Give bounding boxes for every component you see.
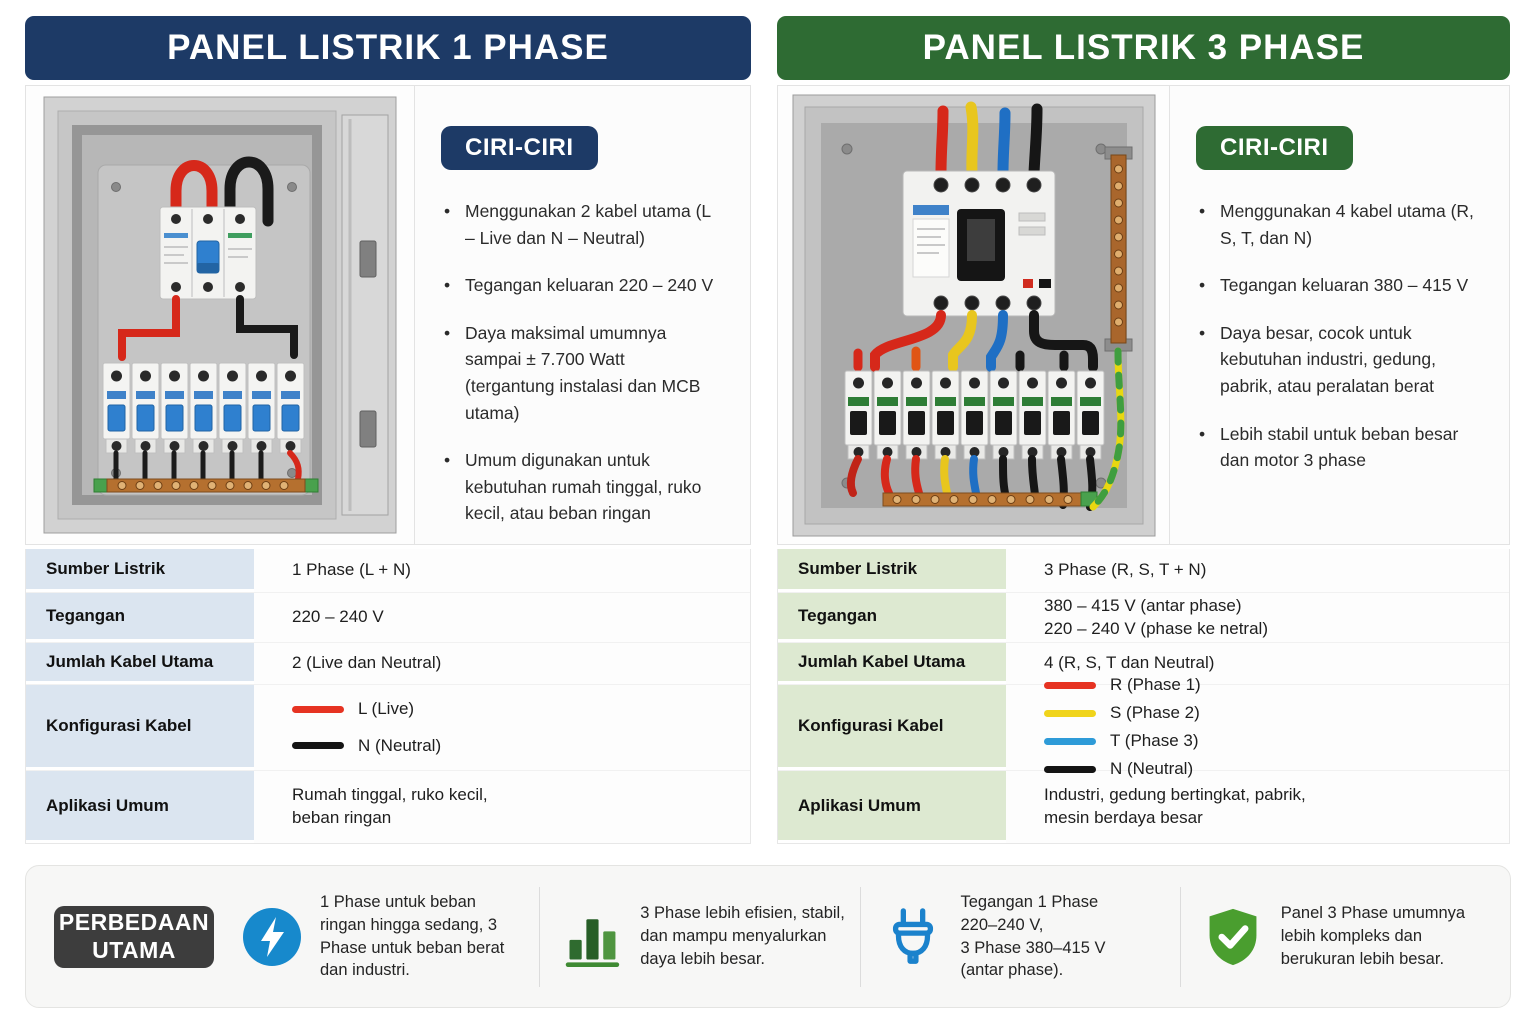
- wire-color-swatch: [1044, 710, 1096, 718]
- right-feature-list: Menggunakan 4 kabel utama (R, S, T, dan …: [1196, 198, 1475, 474]
- row-label: Tegangan: [778, 593, 1006, 642]
- wire-color-swatch: [292, 742, 344, 750]
- row-value: 2 (Live dan Neutral): [292, 653, 442, 673]
- footer-item-text: 3 Phase lebih efisien, stabil, dan mampu…: [640, 904, 845, 968]
- row-label: Konfigurasi Kabel: [778, 685, 1006, 770]
- footer-item-voltage: Tegangan 1 Phase 220–240 V, 3 Phase 380–…: [859, 886, 1180, 987]
- table-row: Konfigurasi Kabel L (Live) N (Neutral): [26, 685, 750, 771]
- table-row: Aplikasi Umum Rumah tinggal, ruko kecil,…: [26, 771, 750, 843]
- footer-item-text: Panel 3 Phase umumnya lebih kompleks dan…: [1280, 904, 1466, 968]
- left-feature-list: Menggunakan 2 kabel utama (L – Live dan …: [441, 198, 716, 527]
- row-label: Sumber Listrik: [778, 549, 1006, 592]
- table-row: Jumlah Kabel Utama 4 (R, S, T dan Neutra…: [778, 643, 1509, 685]
- row-label: Jumlah Kabel Utama: [778, 643, 1006, 684]
- row-label: Aplikasi Umum: [778, 771, 1006, 843]
- bar-chart-icon: [562, 907, 622, 967]
- feature-item: Menggunakan 2 kabel utama (L – Live dan …: [441, 198, 716, 251]
- table-row: Jumlah Kabel Utama 2 (Live dan Neutral): [26, 643, 750, 685]
- left-spec-table: Sumber Listrik 1 Phase (L + N) Tegangan …: [25, 549, 751, 844]
- feature-item: Menggunakan 4 kabel utama (R, S, T, dan …: [1196, 198, 1475, 251]
- wire-color-swatch: [1044, 765, 1096, 773]
- table-row: Tegangan 380 – 415 V (antar phase) 220 –…: [778, 593, 1509, 643]
- right-spec-table: Sumber Listrik 3 Phase (R, S, T + N) Teg…: [777, 549, 1510, 844]
- key-differences-bar: PERBEDAAN UTAMA 1 Phase untuk beban ring…: [25, 865, 1511, 1008]
- legend-label: T (Phase 3): [1110, 731, 1199, 750]
- right-panel-title: PANEL LISTRIK 3 PHASE: [777, 16, 1510, 80]
- wire-color-swatch: [1044, 737, 1096, 745]
- row-label: Tegangan: [26, 593, 254, 642]
- feature-item: Umum digunakan untuk kebutuhan rumah tin…: [441, 447, 716, 527]
- row-value: 380 – 415 V (antar phase) 220 – 240 V (p…: [1044, 595, 1268, 638]
- feature-item: Tegangan keluaran 380 – 415 V: [1196, 272, 1475, 299]
- row-label: Konfigurasi Kabel: [26, 685, 254, 770]
- left-panel-title: PANEL LISTRIK 1 PHASE: [25, 16, 751, 80]
- shield-check-icon: [1203, 907, 1263, 967]
- legend-item: L (Live): [292, 698, 750, 721]
- feature-item: Lebih stabil untuk beban besar dan motor…: [1196, 421, 1475, 474]
- legend-label: N (Neutral): [1110, 758, 1194, 778]
- row-value: Industri, gedung bertingkat, pabrik, mes…: [1044, 785, 1306, 827]
- left-content-box: CIRI-CIRI Menggunakan 2 kabel utama (L –…: [25, 85, 751, 545]
- three-phase-panel-photo: [778, 86, 1169, 544]
- legend-label: N (Neutral): [358, 735, 442, 755]
- right-features-pane: CIRI-CIRI Menggunakan 4 kabel utama (R, …: [1169, 86, 1509, 544]
- right-features-badge: CIRI-CIRI: [1196, 126, 1353, 170]
- left-features-badge: CIRI-CIRI: [441, 126, 598, 170]
- feature-item: Daya maksimal umumnya sampai ± 7.700 Wat…: [441, 320, 716, 426]
- one-phase-panel-illustration: [43, 96, 397, 534]
- three-phase-panel-illustration: [792, 94, 1155, 536]
- legend-item: S (Phase 2): [1044, 702, 1509, 725]
- table-row: Aplikasi Umum Industri, gedung bertingka…: [778, 771, 1509, 843]
- footer-item-text: 1 Phase untuk beban ringan hingga sedang…: [320, 892, 505, 980]
- row-value: Rumah tinggal, ruko kecil, beban ringan: [292, 785, 488, 827]
- footer-item-text: Tegangan 1 Phase 220–240 V, 3 Phase 380–…: [960, 892, 1106, 980]
- legend-item: N (Neutral): [292, 735, 750, 758]
- row-value: 220 – 240 V: [292, 607, 384, 627]
- footer-item-complexity: Panel 3 Phase umumnya lebih kompleks dan…: [1179, 886, 1500, 987]
- table-row: Tegangan 220 – 240 V: [26, 593, 750, 643]
- perbedaan-utama-badge: PERBEDAAN UTAMA: [54, 905, 214, 968]
- row-value: 4 (R, S, T dan Neutral): [1044, 653, 1215, 673]
- footer-item-efficiency: 3 Phase lebih efisien, stabil, dan mampu…: [539, 886, 859, 987]
- legend-label: L (Live): [358, 698, 415, 718]
- cable-legend: R (Phase 1) S (Phase 2) T (Phase 3) N (N…: [1006, 675, 1509, 778]
- row-label: Jumlah Kabel Utama: [26, 643, 254, 684]
- wire-color-swatch: [292, 705, 344, 713]
- legend-label: S (Phase 2): [1110, 703, 1200, 723]
- legend-item: R (Phase 1): [1044, 674, 1509, 697]
- table-row: Konfigurasi Kabel R (Phase 1) S (Phase 2…: [778, 675, 1509, 778]
- footer-item-load: 1 Phase untuk beban ringan hingga sedang…: [220, 887, 539, 987]
- plug-icon: [883, 907, 943, 967]
- wire-color-swatch: [1044, 682, 1096, 690]
- legend-item: T (Phase 3): [1044, 730, 1509, 753]
- cable-legend: L (Live) N (Neutral): [254, 685, 750, 770]
- right-content-box: CIRI-CIRI Menggunakan 4 kabel utama (R, …: [777, 85, 1510, 545]
- row-label: Aplikasi Umum: [26, 771, 254, 843]
- lightning-icon: [242, 907, 302, 967]
- one-phase-panel-photo: [26, 86, 414, 544]
- feature-item: Tegangan keluaran 220 – 240 V: [441, 272, 716, 299]
- row-value: 1 Phase (L + N): [292, 560, 411, 580]
- legend-label: R (Phase 1): [1110, 675, 1201, 695]
- table-row: Sumber Listrik 1 Phase (L + N): [26, 549, 750, 593]
- legend-item: N (Neutral): [1044, 758, 1509, 781]
- feature-item: Daya besar, cocok untuk kebutuhan indust…: [1196, 320, 1475, 400]
- table-row: Sumber Listrik 3 Phase (R, S, T + N): [778, 549, 1509, 593]
- row-label: Sumber Listrik: [26, 549, 254, 592]
- left-features-pane: CIRI-CIRI Menggunakan 2 kabel utama (L –…: [414, 86, 750, 544]
- row-value: 3 Phase (R, S, T + N): [1044, 560, 1207, 580]
